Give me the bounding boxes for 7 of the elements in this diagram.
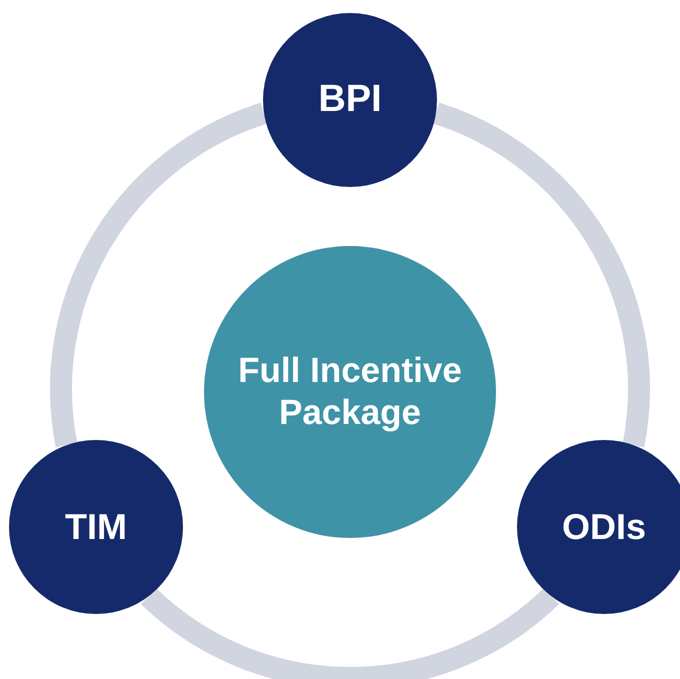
ring-connector	[432, 102, 650, 447]
node-label: ODIs	[562, 505, 646, 548]
node-label: BPI	[318, 77, 382, 122]
ring-connector	[50, 102, 268, 447]
node-label: TIM	[65, 505, 127, 548]
node-label: Full Incentive Package	[237, 350, 463, 434]
ring-connector	[141, 588, 559, 679]
